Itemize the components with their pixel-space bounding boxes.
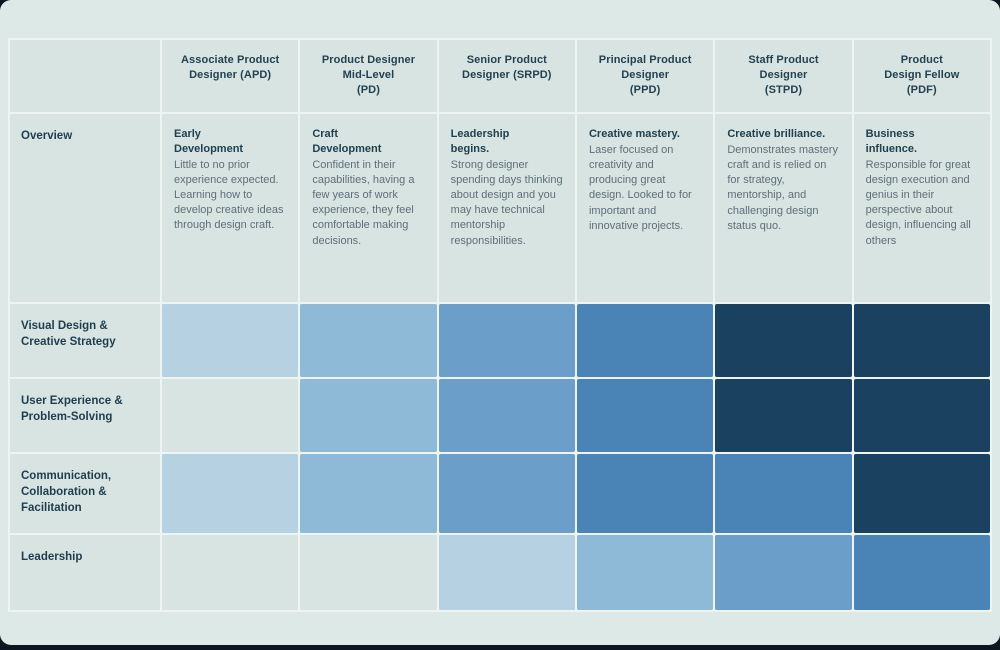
heat-fill: [853, 535, 990, 610]
overview-body: Demonstrates mastery craft and is relied…: [727, 143, 838, 232]
overview-lead: Business influence.: [865, 128, 917, 155]
overview-cell-ppd: Creative mastery. Laser focused on creat…: [576, 114, 714, 302]
heat-fill: [576, 535, 714, 610]
overview-lead: Early Development: [174, 128, 244, 155]
heat-fill: [576, 379, 714, 452]
heat-fill: [576, 454, 714, 533]
heat-fill: [300, 454, 437, 533]
row-header-overview: Overview: [10, 114, 160, 302]
heat-fill: [853, 379, 990, 452]
heatmap-cell-communication-srpd: [438, 454, 575, 533]
heatmap-cell-leadership-pdf: [853, 535, 990, 610]
heatmap-cell-leadership-pd: [300, 535, 437, 610]
overview-body: Strong designer spending days thinking a…: [450, 158, 563, 247]
col-header-pdf: Product Design Fellow (PDF): [853, 40, 990, 112]
overview-cell-stpd: Creative brilliance. Demonstrates master…: [715, 114, 852, 302]
heatmap-cell-communication-pd: [300, 454, 437, 533]
heatmap-cell-user-experience-pdf: [853, 379, 990, 452]
heatmap-cell-visual-design-apd: [162, 304, 299, 377]
heatmap-cell-leadership-apd: [162, 535, 299, 610]
heatmap-cell-user-experience-apd: [162, 379, 299, 452]
heatmap-cell-user-experience-srpd: [438, 379, 575, 452]
col-header-ppd: Principal Product Designer (PPD): [576, 40, 714, 112]
heat-fill: [438, 304, 575, 377]
overview-cell-srpd: Leadership begins. Strong designer spend…: [438, 114, 575, 302]
overview-body: Confident in their capabilities, having …: [312, 158, 415, 247]
heat-fill: [300, 379, 437, 452]
heatmap-cell-visual-design-pdf: [853, 304, 990, 377]
heatmap-cell-visual-design-srpd: [438, 304, 575, 377]
heat-fill: [162, 454, 299, 533]
heatmap-cell-communication-apd: [162, 454, 299, 533]
col-header-srpd: Senior Product Designer (SRPD): [438, 40, 575, 112]
heat-fill: [715, 379, 852, 452]
overview-lead: Creative mastery.: [588, 128, 680, 140]
career-matrix-table: Associate Product Designer (APD) Product…: [8, 38, 992, 612]
heatmap-cell-communication-ppd: [576, 454, 714, 533]
heat-fill: [715, 454, 852, 533]
overview-cell-apd: Early Development Little to no prior exp…: [162, 114, 299, 302]
overview-body: Little to no prior experience expected. …: [174, 158, 284, 232]
col-header-pd: Product Designer Mid-Level (PD): [300, 40, 437, 112]
heatmap-cell-visual-design-ppd: [576, 304, 714, 377]
col-header-stpd: Staff Product Designer (STPD): [715, 40, 852, 112]
heatmap-cell-leadership-srpd: [438, 535, 575, 610]
overview-cell-pd: Craft Development Confident in their cap…: [300, 114, 437, 302]
heat-fill: [853, 304, 990, 377]
heat-fill: [300, 304, 437, 377]
overview-body: Responsible for great design execution a…: [865, 158, 971, 247]
heat-fill: [715, 304, 852, 377]
heatmap-cell-visual-design-pd: [300, 304, 437, 377]
heat-fill: [715, 535, 852, 610]
row-header-user-experience: User Experience & Problem-Solving: [10, 379, 160, 452]
heat-fill: [576, 304, 714, 377]
row-header-leadership: Leadership: [10, 535, 160, 610]
heat-fill: [300, 535, 436, 610]
heat-fill: [162, 535, 298, 610]
heatmap-cell-communication-pdf: [853, 454, 990, 533]
heatmap-cell-visual-design-stpd: [715, 304, 852, 377]
heat-fill: [438, 379, 575, 452]
overview-cell-pdf: Business influence. Responsible for grea…: [853, 114, 990, 302]
col-header-apd: Associate Product Designer (APD): [162, 40, 299, 112]
heat-fill: [162, 379, 298, 452]
heatmap-cell-leadership-ppd: [576, 535, 714, 610]
heat-fill: [162, 304, 299, 377]
overview-lead: Leadership begins.: [450, 128, 510, 155]
row-header-visual-design: Visual Design & Creative Strategy: [10, 304, 160, 377]
overview-lead: Craft Development: [312, 128, 382, 155]
overview-body: Laser focused on creativity and producin…: [588, 143, 692, 232]
heatmap-cell-leadership-stpd: [715, 535, 852, 610]
heatmap-cell-user-experience-ppd: [576, 379, 714, 452]
overview-lead: Creative brilliance.: [727, 128, 826, 140]
heat-fill: [438, 454, 575, 533]
row-header-communication: Communication, Collaboration & Facilitat…: [10, 454, 160, 533]
heat-fill: [438, 535, 575, 610]
corner-cell: [10, 40, 160, 112]
heatmap-cell-user-experience-stpd: [715, 379, 852, 452]
heat-fill: [853, 454, 990, 533]
heatmap-cell-communication-stpd: [715, 454, 852, 533]
heatmap-cell-user-experience-pd: [300, 379, 437, 452]
